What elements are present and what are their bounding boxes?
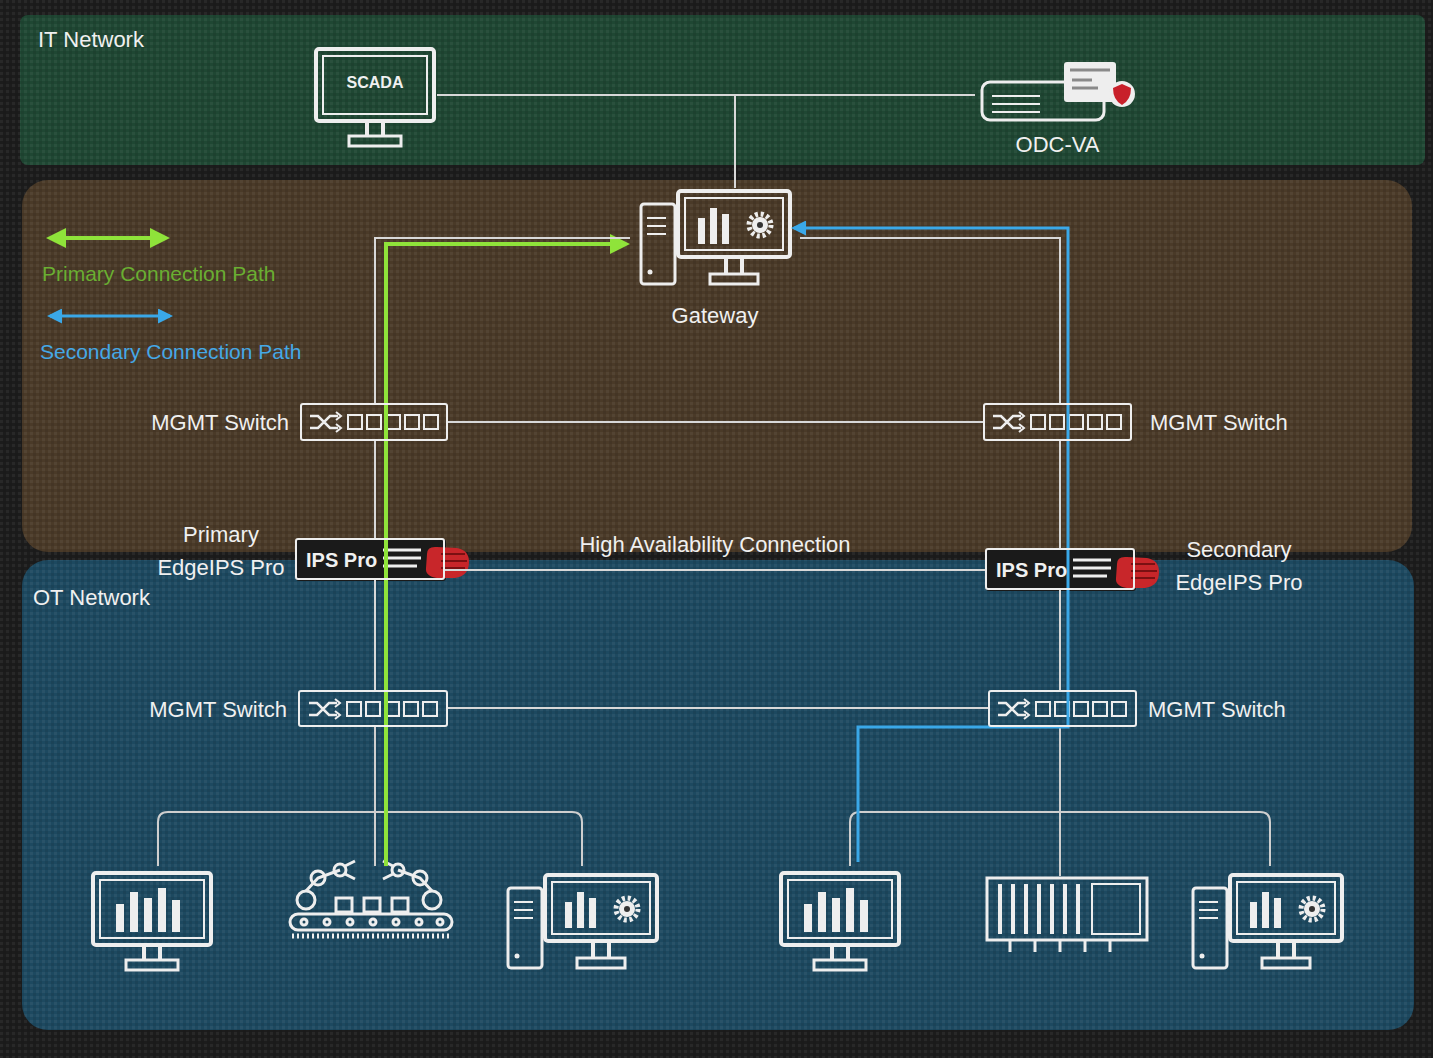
link-line — [448, 421, 983, 423]
plc-rack-icon — [987, 878, 1147, 952]
node-label: IPS Pro — [996, 559, 1067, 581]
legend-text-holder: Primary Connection Path — [42, 261, 275, 286]
node-label-holder: ODC-VA — [975, 132, 1140, 158]
node-label: MGMT Switch — [149, 697, 287, 722]
odc-appliance-icon — [982, 62, 1135, 120]
mgmt-switch: MGMT Switch — [298, 690, 448, 727]
robot-arm-icon — [290, 861, 452, 936]
node-label-holder: MGMT Switch — [151, 410, 289, 436]
link-line — [374, 580, 376, 690]
switch-ports — [998, 699, 1126, 719]
legend-text: Primary Connection Path — [42, 262, 275, 285]
edge-label-holder: High Availability Connection — [579, 532, 850, 558]
scada-monitor: SCADA — [313, 46, 437, 152]
node-label-holder: Gateway — [630, 303, 800, 329]
node-label-holder: IPS Pro — [996, 558, 1067, 582]
link-line — [800, 238, 1060, 403]
node-label-holder: OT Network — [33, 585, 150, 611]
node-label-holder: Primary EdgeIPS Pro — [151, 518, 291, 584]
link-line — [735, 95, 975, 188]
node-label-holder: IT Network — [38, 27, 144, 53]
node-label: Secondary EdgeIPS Pro — [1175, 537, 1302, 595]
edge-label: High Availability Connection — [579, 532, 850, 557]
node-label-holder: SCADA — [317, 73, 433, 92]
legend-sample-line — [50, 315, 170, 318]
node-label: OT Network — [33, 585, 150, 610]
node-label-holder: MGMT Switch — [1150, 410, 1288, 436]
edge-ips: IPS ProPrimary EdgeIPS Pro — [295, 538, 445, 580]
odc-appliance: ODC-VA — [975, 58, 1140, 162]
node-label: IT Network — [38, 27, 144, 52]
link-line — [374, 441, 376, 538]
workstation-icon — [508, 875, 657, 968]
ips-appliance-icon — [986, 549, 1159, 591]
switch-ports — [309, 699, 437, 719]
hmi-monitor — [93, 873, 211, 970]
legend-text: Secondary Connection Path — [40, 340, 302, 363]
device-wires — [158, 727, 1270, 876]
link-line — [1059, 590, 1061, 690]
link-line — [445, 569, 985, 571]
node-label-holder: Secondary EdgeIPS Pro — [1169, 533, 1309, 599]
switch-ports — [993, 412, 1121, 432]
edge-ips: IPS ProSecondary EdgeIPS Pro — [985, 548, 1135, 590]
mgmt-switch: MGMT Switch — [983, 403, 1132, 441]
switch-ports — [310, 412, 438, 432]
mgmt-switch: MGMT Switch — [988, 690, 1137, 727]
ips-appliance-icon — [296, 539, 469, 581]
scada-monitor-icon — [316, 49, 434, 146]
node-label: Gateway — [672, 303, 759, 328]
link-line — [375, 238, 630, 403]
node-label: SCADA — [347, 74, 404, 91]
link-line — [448, 707, 988, 709]
workstation-icon — [1193, 875, 1342, 968]
link-line — [437, 95, 735, 188]
hmi-monitor — [781, 873, 899, 970]
mgmt-switch: MGMT Switch — [300, 403, 448, 441]
node-label-holder: MGMT Switch — [149, 697, 287, 723]
node-label: ODC-VA — [1016, 132, 1100, 157]
legend-sample-line — [50, 236, 166, 240]
legend-text-holder: Secondary Connection Path — [40, 339, 302, 364]
gateway-icon — [641, 191, 790, 284]
node-label: MGMT Switch — [1148, 697, 1286, 722]
node-label: IPS Pro — [306, 549, 377, 571]
node-label: MGMT Switch — [151, 410, 289, 435]
link-line — [1059, 441, 1061, 548]
gateway-node: Gateway — [630, 188, 800, 335]
node-label: MGMT Switch — [1150, 410, 1288, 435]
node-label-holder: IPS Pro — [306, 548, 377, 572]
node-label: Primary EdgeIPS Pro — [157, 522, 284, 580]
node-label-holder: MGMT Switch — [1148, 697, 1286, 723]
